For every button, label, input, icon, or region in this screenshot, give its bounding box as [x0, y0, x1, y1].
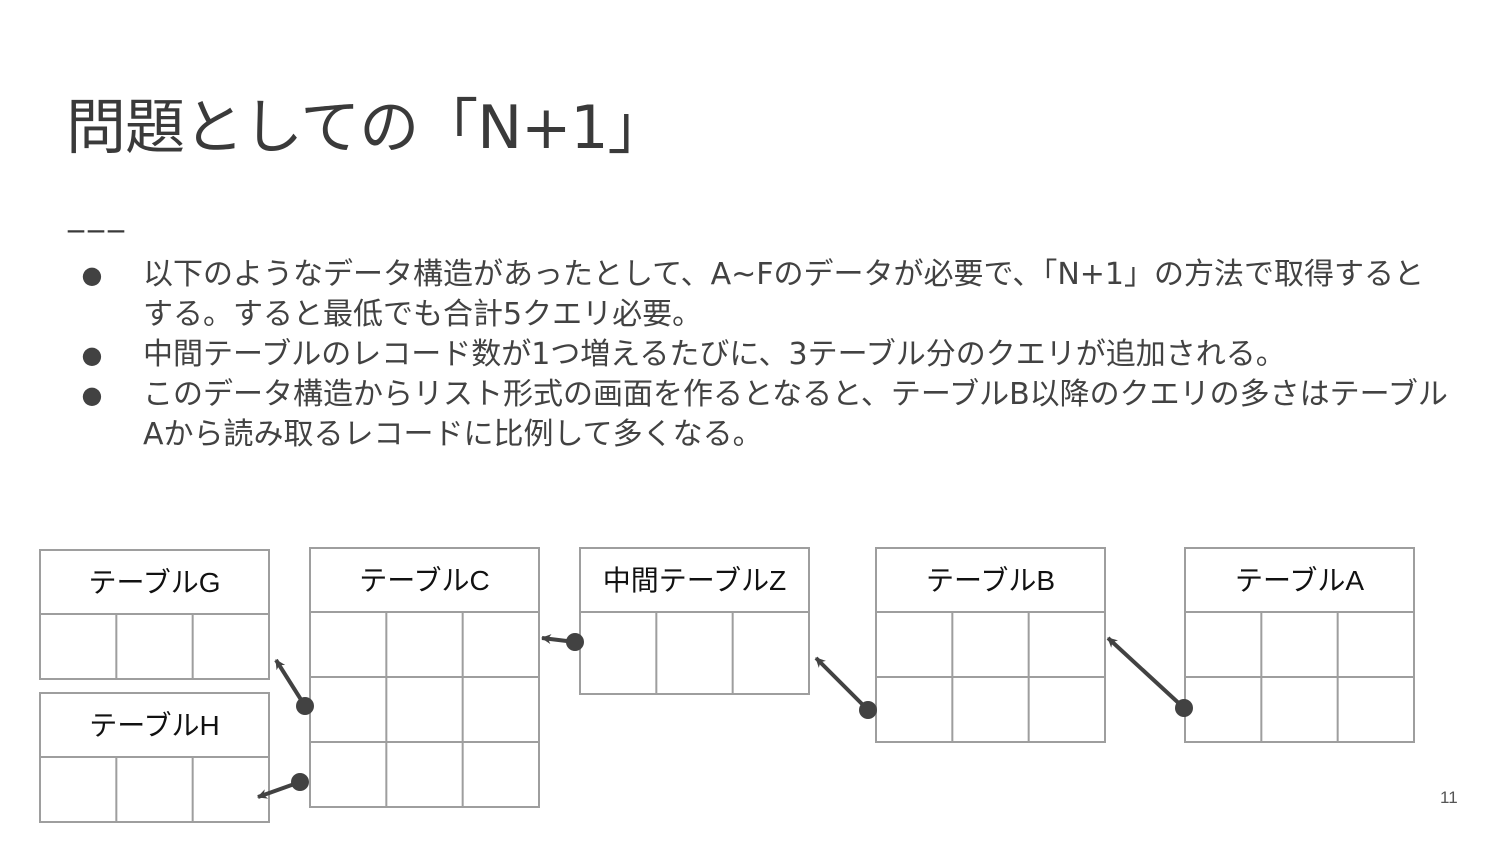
- bullet-item: ● このデータ構造からリスト形式の画面を作るとなると、テーブルB以降のクエリの多…: [80, 375, 1450, 455]
- arrow-line-icon: [814, 656, 870, 712]
- bullet-item: ● 以下のようなデータ構造があったとして、A~Fのデータが必要で、「N+1」の方…: [80, 255, 1450, 335]
- table-title: テーブルH: [89, 710, 220, 741]
- table-title: テーブルB: [926, 565, 1055, 596]
- connector-c-to-h: [257, 773, 309, 799]
- connector-dot-icon: [291, 773, 309, 791]
- table-z: 中間テーブルZ: [579, 547, 810, 695]
- connector-a-to-b: [1106, 636, 1193, 717]
- bullet-list: ● 以下のようなデータ構造があったとして、A~Fのデータが必要で、「N+1」の方…: [80, 255, 1450, 455]
- arrow-line-icon: [1106, 636, 1186, 710]
- table-title: テーブルA: [1235, 565, 1364, 596]
- table-title: テーブルC: [359, 565, 490, 596]
- bullet-item: ● 中間テーブルのレコード数が1つ増えるたびに、3テーブル分のクエリが追加される…: [80, 335, 1450, 375]
- connector-dot-icon: [296, 697, 314, 715]
- connector-dot-icon: [859, 701, 877, 719]
- table-b: テーブルB: [875, 547, 1106, 743]
- table-title: 中間テーブルZ: [603, 565, 786, 596]
- table-title: テーブルG: [88, 567, 220, 598]
- connector-dot-icon: [566, 633, 584, 651]
- bullet-dot-icon: ●: [81, 341, 103, 369]
- connector-b-to-z: [814, 656, 877, 719]
- table-g: テーブルG: [39, 549, 270, 680]
- table-h: テーブルH: [39, 692, 270, 823]
- connector-c-to-g: [274, 658, 314, 715]
- table-frame: [579, 547, 810, 695]
- bullet-dot-icon: ●: [81, 261, 103, 289]
- bullet-text: このデータ構造からリスト形式の画面を作るとなると、テーブルB以降のクエリの多さは…: [143, 377, 1448, 452]
- slide-title: 問題としての「N+1」: [66, 93, 668, 163]
- bullet-text: 以下のようなデータ構造があったとして、A~Fのデータが必要で、「N+1」の方法で…: [143, 257, 1424, 332]
- table-frame: [1184, 547, 1415, 743]
- page-number: 11: [1440, 788, 1458, 807]
- connector-dot-icon: [1175, 699, 1193, 717]
- table-frame: [875, 547, 1106, 743]
- bullet-text: 中間テーブルのレコード数が1つ増えるたびに、3テーブル分のクエリが追加される。: [143, 337, 1286, 372]
- table-c: テーブルC: [309, 547, 540, 808]
- arrow-line-icon: [274, 658, 307, 708]
- connector-z-to-c: [541, 633, 584, 651]
- table-a: テーブルA: [1184, 547, 1415, 743]
- bullet-dot-icon: ●: [81, 381, 103, 409]
